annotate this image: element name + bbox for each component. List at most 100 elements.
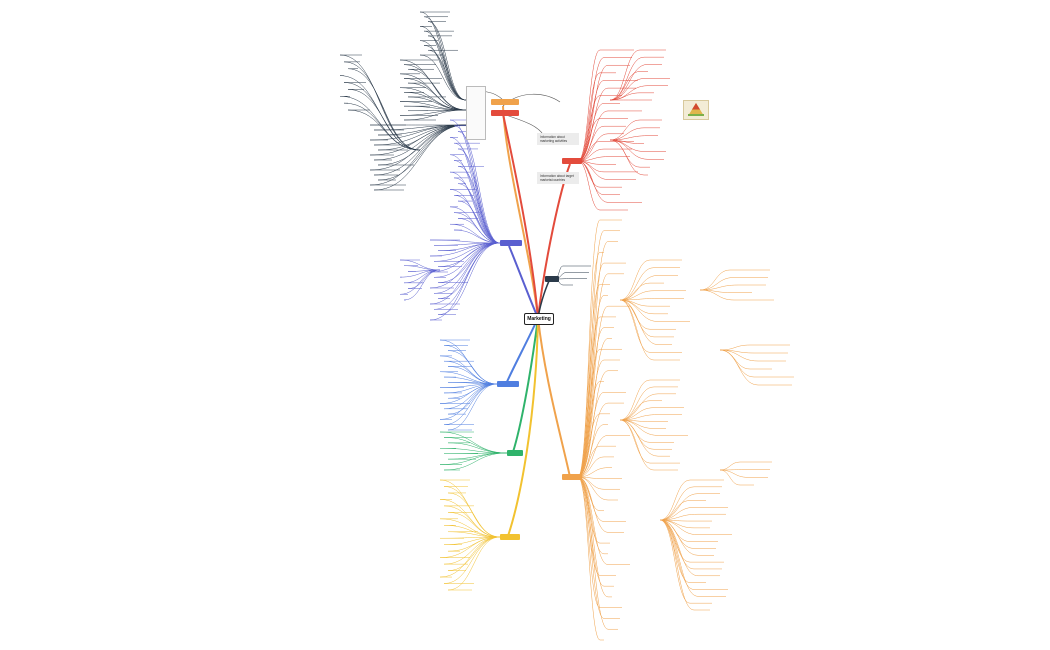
orange-b-link-13 [619, 299, 655, 361]
indigo-c-link-7 [403, 269, 441, 301]
orange-d-link-11 [659, 519, 699, 556]
indigo-a-link-11 [457, 183, 501, 244]
orange-a-link-0 [577, 219, 601, 478]
branch-node-blue[interactable] [497, 381, 519, 387]
pyramid-icon [688, 103, 704, 116]
red-c-link-4 [609, 139, 645, 152]
branch-node-indigo[interactable] [500, 240, 522, 246]
red-a-link-1 [577, 57, 605, 162]
indigo-a-link-14 [457, 200, 501, 244]
orange-b-link-5 [619, 298, 659, 301]
orange-a-link-5 [577, 273, 609, 478]
branch-node-green[interactable] [507, 450, 523, 456]
branch-node-right-red[interactable] [562, 158, 582, 164]
yellow-a-link-14 [447, 536, 501, 571]
branch-node-yellow[interactable] [500, 534, 520, 540]
branch-node-dark[interactable] [545, 276, 559, 282]
root-node-marketing[interactable]: Marketing [524, 313, 554, 325]
orange-d-link-3 [659, 500, 691, 521]
green-a-link-0 [439, 431, 508, 454]
dark-d-link-8 [347, 109, 421, 151]
orange-d-link-2 [659, 493, 699, 521]
pyramid-illustration [683, 100, 709, 120]
orange-f-link-2 [719, 349, 759, 362]
blue-a-link-14 [447, 383, 498, 415]
indigo-a-link-12 [449, 189, 501, 244]
orange-d-link-16 [659, 519, 695, 590]
dark-a-link-8 [427, 49, 467, 101]
branch-node-top-red[interactable] [491, 110, 519, 116]
orange-d-link-17 [659, 519, 699, 597]
red-a-link-4 [577, 80, 605, 162]
orange-b-link-10 [619, 299, 655, 338]
orange-d-link-19 [659, 519, 695, 611]
indigo-a-link-19 [453, 229, 501, 244]
indigo-c-link-1 [403, 265, 441, 271]
orange-d-link-1 [659, 486, 695, 521]
orange-d-link-0 [659, 479, 691, 521]
dark-b-link-1 [403, 64, 467, 111]
dark-a-link-3 [419, 26, 467, 101]
orange-a-link-15 [577, 381, 601, 478]
note-marketing-activities[interactable]: Information about marketing activities [537, 133, 579, 145]
orange-e-link-4 [699, 289, 735, 301]
orange-a-link-13 [577, 359, 605, 478]
dark-c-link-9 [369, 124, 467, 171]
yellow-a-link-12 [439, 536, 501, 558]
dark-c-link-13 [373, 124, 467, 191]
orange-a-link-12 [577, 348, 601, 478]
indigo-a-link-2 [457, 131, 501, 244]
dark-b-link-13 [403, 109, 467, 121]
blue-a-link-5 [447, 366, 498, 385]
green-a-link-7 [443, 452, 508, 471]
vertical-text-block [466, 86, 486, 140]
dark-a-link-9 [419, 54, 467, 101]
red-a-link-2 [577, 64, 609, 162]
orange-a-link-3 [577, 252, 601, 478]
orange-e-link-0 [699, 269, 731, 291]
orange-c-link-1 [619, 386, 655, 421]
connector-indigo [508, 245, 539, 319]
blue-a-link-16 [443, 383, 498, 425]
orange-c-link-13 [619, 419, 655, 471]
orange-c-link-12 [619, 419, 651, 464]
orange-d-link-14 [659, 519, 699, 577]
orange-f-link-0 [719, 344, 751, 351]
connector-green [512, 317, 539, 453]
dark-a-link-6 [419, 40, 467, 101]
red-b-link-1 [609, 56, 645, 101]
connector-top-red [502, 113, 539, 319]
red-c-link-5 [609, 139, 649, 160]
dark-b-link-2 [407, 68, 467, 111]
red-a-link-19 [577, 160, 605, 196]
orange-a-link-32 [577, 476, 609, 565]
orange-g-link-0 [719, 461, 741, 471]
red-b-link-4 [609, 78, 645, 101]
orange-a-link-39 [577, 476, 601, 641]
orange-c-link-11 [619, 419, 659, 457]
orange-a-link-6 [577, 284, 601, 478]
red-a-link-20 [577, 160, 609, 203]
indigo-a-link-8 [457, 166, 501, 244]
connector-bottom-orange [537, 317, 571, 478]
orange-f-link-5 [719, 349, 759, 386]
branch-node-orange[interactable] [562, 474, 582, 480]
orange-d-link-18 [659, 519, 691, 604]
branch-node-top-orange[interactable] [491, 99, 519, 105]
red-c-link-2 [609, 135, 649, 141]
dark-b-link-5 [407, 82, 467, 111]
yellow-a-link-16 [443, 536, 501, 584]
orange-a-link-37 [577, 476, 605, 619]
dark-b-link-0 [399, 59, 467, 111]
yellow-a-link-2 [447, 492, 501, 538]
indigo-b-link-6 [429, 242, 501, 273]
yellow-a-link-5 [447, 512, 501, 538]
indigo-c-link-5 [407, 269, 441, 289]
red-b-link-0 [609, 49, 641, 101]
orange-a-link-10 [577, 327, 605, 478]
note-target-markets[interactable]: Information about target markets/countri… [537, 172, 579, 184]
orange-c-link-3 [619, 400, 651, 421]
red-a-link-0 [577, 49, 601, 162]
